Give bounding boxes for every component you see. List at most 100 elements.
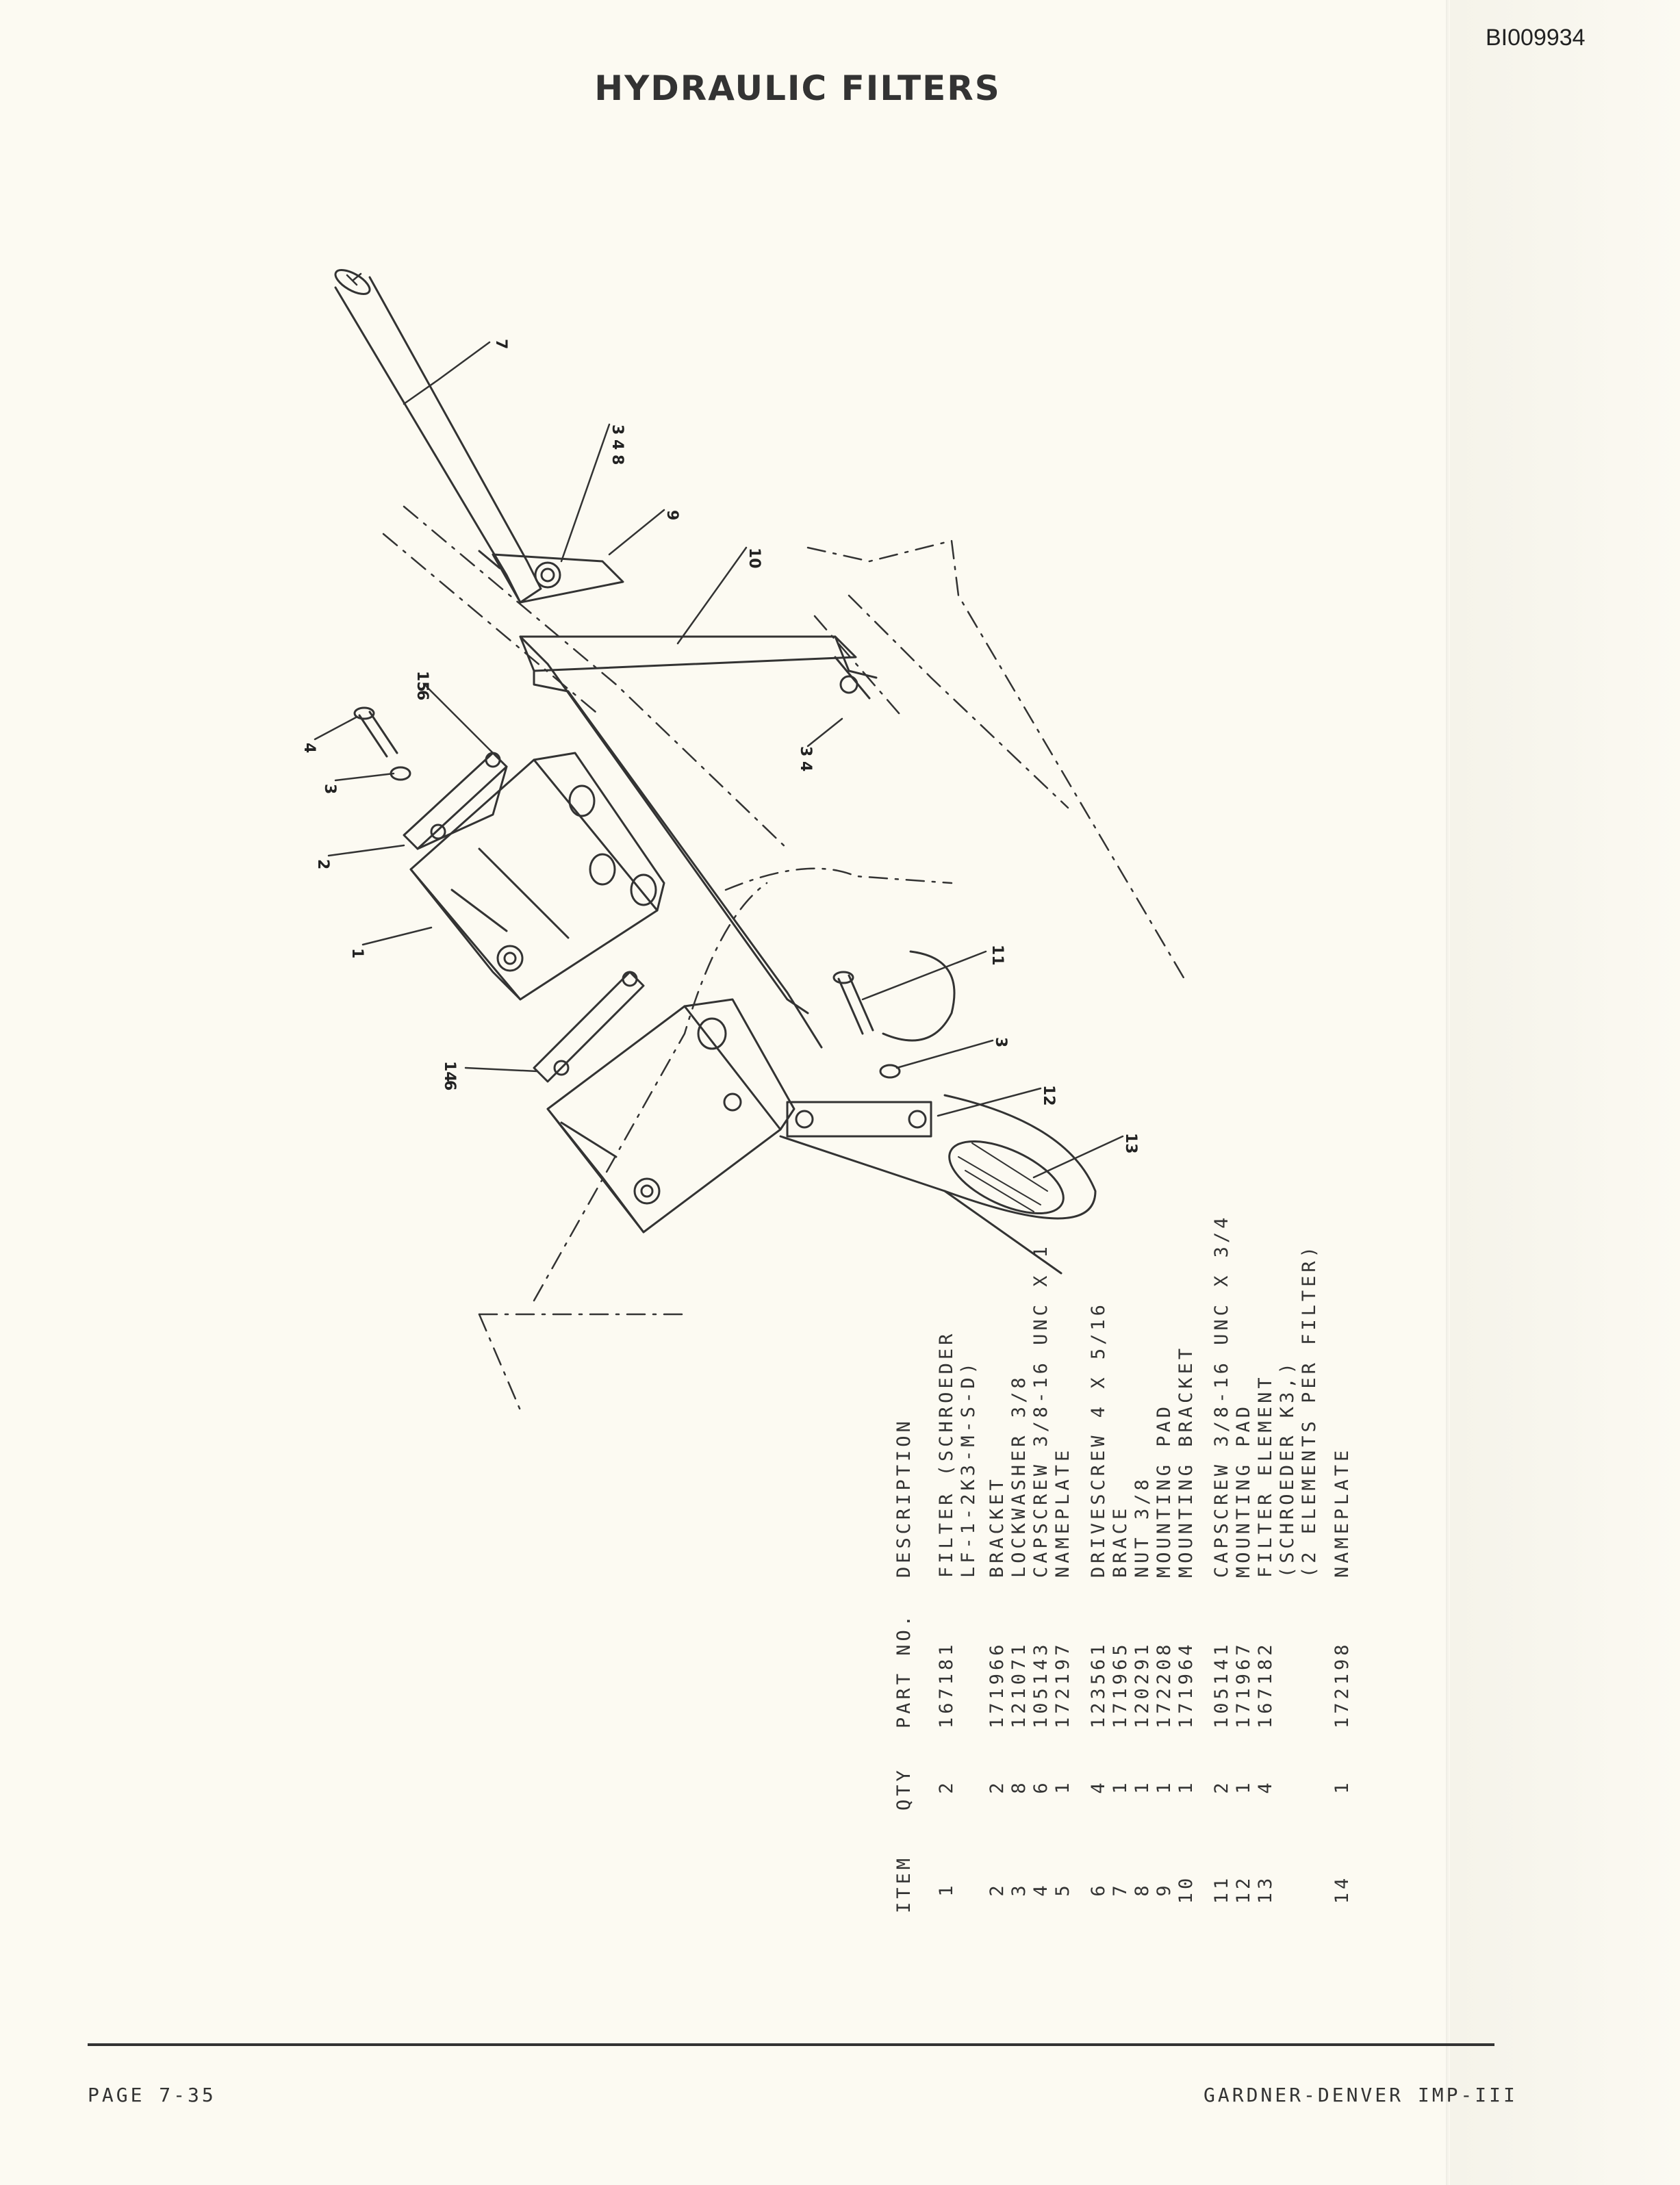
- row-item: 7: [1110, 1882, 1131, 1897]
- row-description: FILTER (SCHROEDER: [936, 1330, 957, 1578]
- row-item: 13: [1255, 1874, 1276, 1904]
- table-row: (SCHROEDER K3,): [1277, 900, 1299, 1927]
- row-item: 8: [1132, 1882, 1153, 1897]
- filter-body-upper: [409, 752, 665, 1001]
- callout-11: 11: [989, 945, 1006, 966]
- row-qty: 1: [1175, 1779, 1197, 1794]
- row-item: 4: [1030, 1882, 1052, 1897]
- mounting-pad-12: [786, 1101, 932, 1138]
- row-part-no: 172197: [1052, 1641, 1073, 1728]
- row-qty: 1: [1154, 1779, 1175, 1794]
- exploded-parts-diagram: 7 3 4 8 9 10 15 6 4 3 2 1 3 4 11 3 12 13…: [301, 269, 1186, 1411]
- callout-3: 3: [321, 784, 338, 794]
- table-row: 10 1 171964 MOUNTING BRACKET: [1175, 900, 1197, 1927]
- callout-4-top: 4: [609, 439, 626, 450]
- row-qty: 2: [987, 1779, 1008, 1794]
- tank-outline: [779, 950, 1097, 1275]
- row-part-no: 167182: [1255, 1641, 1276, 1728]
- page-edge-shade: [1450, 0, 1680, 2185]
- callout-3-top: 3: [609, 424, 626, 435]
- filter-element-13: [948, 1140, 1065, 1215]
- row-part-no: 105141: [1211, 1641, 1232, 1728]
- row-description: (2 ELEMENTS PER FILTER): [1299, 1243, 1320, 1578]
- table-row: 11 2 105141 CAPSCREW 3/8-16 UNC X 3/4: [1211, 900, 1233, 1927]
- bracket-14: [533, 971, 645, 1083]
- row-description: LOCKWASHER 3/8: [1008, 1374, 1030, 1578]
- row-description: BRACKET: [987, 1476, 1008, 1578]
- row-qty: 4: [1255, 1779, 1276, 1794]
- header-qty: QTY: [893, 1767, 915, 1811]
- row-item: 6: [1088, 1882, 1109, 1897]
- row-qty: 4: [1088, 1779, 1109, 1794]
- row-part-no: 171967: [1233, 1641, 1254, 1728]
- row-part-no: 171966: [987, 1641, 1008, 1728]
- row-description: CAPSCREW 3/8-16 UNC X 3/4: [1211, 1214, 1232, 1578]
- callout-3-lower: 3: [992, 1037, 1009, 1047]
- lockwasher-3-lower: [879, 1064, 901, 1079]
- callout-9: 9: [663, 510, 680, 520]
- mounting-bracket-10: [519, 635, 878, 1049]
- header-part-no: PART NO.: [893, 1611, 915, 1728]
- capscrew-4: [353, 706, 398, 758]
- row-qty: 6: [1030, 1779, 1052, 1794]
- header-description: DESCRIPTION: [893, 1418, 915, 1578]
- row-qty: 1: [1332, 1779, 1353, 1794]
- mounting-pad-9: [492, 553, 624, 604]
- row-description: LF-1-2K3-M-S-D): [958, 1359, 979, 1578]
- callout-2: 2: [314, 859, 331, 869]
- row-description: (SCHROEDER K3,): [1277, 1359, 1298, 1578]
- bracket-2: [403, 752, 508, 850]
- callout-13: 13: [1122, 1133, 1139, 1154]
- page-title: HYDRAULIC FILTERS: [594, 68, 1001, 108]
- row-qty: 1: [1110, 1779, 1131, 1794]
- row-part-no: 120291: [1132, 1641, 1153, 1728]
- row-description: MOUNTING PAD: [1154, 1403, 1175, 1578]
- leader-lines: [314, 341, 1124, 1179]
- row-qty: 2: [936, 1779, 957, 1794]
- callout-3-right: 3: [797, 746, 814, 756]
- table-row: (2 ELEMENTS PER FILTER): [1299, 900, 1321, 1927]
- callout-1: 1: [348, 948, 366, 958]
- row-item: 9: [1154, 1882, 1175, 1897]
- row-item: 10: [1175, 1874, 1197, 1904]
- callout-7: 7: [492, 339, 509, 349]
- header-item: ITEM: [893, 1854, 915, 1913]
- row-item: 3: [1008, 1882, 1030, 1897]
- row-description: MOUNTING BRACKET: [1175, 1344, 1197, 1578]
- callout-12: 12: [1040, 1085, 1057, 1106]
- row-description: DRIVESCREW 4 X 5/16: [1088, 1301, 1109, 1578]
- row-part-no: 171965: [1110, 1641, 1131, 1728]
- page-number: PAGE 7-35: [88, 2084, 216, 2106]
- row-item: 2: [987, 1882, 1008, 1897]
- fold-line: [1446, 0, 1450, 2185]
- callout-4-right: 4: [797, 761, 814, 771]
- row-part-no: 171964: [1175, 1641, 1197, 1728]
- footer-rule: [88, 2043, 1494, 2046]
- filter-body-lower: [546, 998, 796, 1234]
- brace-rod: [334, 269, 542, 604]
- row-item: 11: [1211, 1874, 1232, 1904]
- row-qty: 1: [1052, 1779, 1073, 1794]
- row-item: 12: [1233, 1874, 1254, 1904]
- row-qty: 2: [1211, 1779, 1232, 1794]
- callout-8-top: 8: [609, 455, 626, 465]
- row-qty: 1: [1132, 1779, 1153, 1794]
- callout-15: 15: [413, 671, 431, 692]
- row-part-no: 172198: [1332, 1641, 1353, 1728]
- row-description: CAPSCREW 3/8-16 UNC X 1: [1030, 1243, 1052, 1578]
- table-row: 5 1 172197 NAMEPLATE: [1052, 900, 1074, 1927]
- capscrew-11: [832, 971, 874, 1035]
- row-description: NAMEPLATE: [1052, 1446, 1073, 1578]
- row-item: 1: [936, 1882, 957, 1897]
- row-item: 5: [1052, 1882, 1073, 1897]
